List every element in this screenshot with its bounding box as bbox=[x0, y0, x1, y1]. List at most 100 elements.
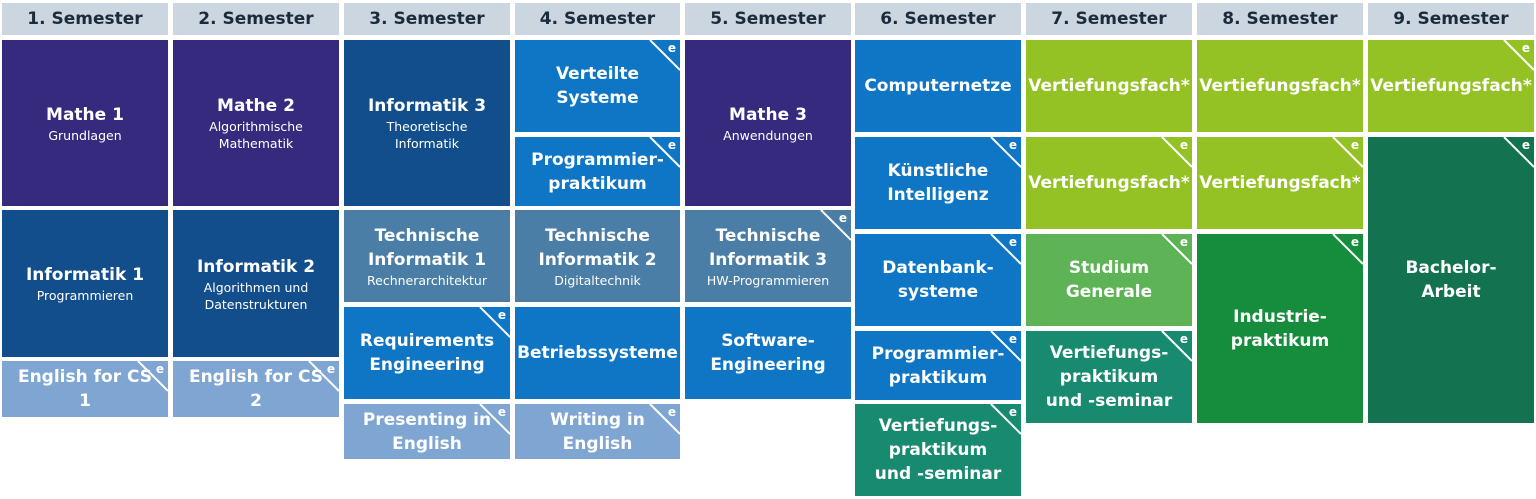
module-betriebssysteme: Betriebssysteme bbox=[515, 307, 680, 399]
badge-letter: e bbox=[1009, 235, 1017, 249]
module-title: Mathe 2 bbox=[217, 96, 295, 116]
module-english-cs-1: English for CS 1 e bbox=[2, 361, 168, 417]
module-title: Vertiefungsfach* bbox=[1370, 76, 1532, 96]
module-title: Vertiefungs- praktikum und -seminar bbox=[874, 416, 1002, 484]
badge-letter: e bbox=[1009, 138, 1017, 152]
badge-corner-line bbox=[479, 404, 510, 435]
semester-header-2: 2. Semester bbox=[173, 3, 339, 35]
module-title: Verteilte Systeme bbox=[555, 64, 640, 108]
english-badge-icon: e bbox=[1503, 40, 1534, 71]
english-badge-icon: e bbox=[649, 137, 680, 168]
module-title: Vertiefungsfach* bbox=[1028, 76, 1190, 96]
module-title: Bachelor- Arbeit bbox=[1405, 258, 1497, 302]
english-badge-icon: e bbox=[479, 307, 510, 338]
module-mathe-2: Mathe 2 Algorithmische Mathematik bbox=[173, 40, 339, 206]
module-requirements-engineering: Requirements Engineering e bbox=[344, 307, 510, 399]
english-badge-icon: e bbox=[137, 361, 168, 392]
module-vertiefungsfach-7a: Vertiefungsfach* bbox=[1026, 40, 1192, 132]
semester-header-6: 6. Semester bbox=[855, 3, 1021, 35]
badge-letter: e bbox=[156, 362, 164, 376]
module-title: Informatik 2 bbox=[196, 256, 316, 277]
module-title: Vertiefungsfach* bbox=[1199, 173, 1361, 193]
english-badge-icon: e bbox=[1161, 137, 1192, 168]
badge-letter: e bbox=[1180, 138, 1188, 152]
badge-letter: e bbox=[668, 41, 676, 55]
module-vertiefungspraktikum-7: Vertiefungs- praktikum und -seminar e bbox=[1026, 331, 1192, 423]
module-title: Studium Generale bbox=[1065, 258, 1153, 302]
badge-corner-line bbox=[137, 361, 168, 392]
english-badge-icon: e bbox=[820, 210, 851, 241]
module-bachelor-arbeit: Bachelor- Arbeit e bbox=[1368, 137, 1534, 423]
module-title: Requirements Engineering bbox=[359, 331, 495, 375]
module-writing-in-english: Writing in English e bbox=[515, 404, 680, 459]
badge-corner-line bbox=[649, 40, 680, 71]
english-badge-icon: e bbox=[308, 361, 339, 392]
badge-corner-line bbox=[1503, 137, 1534, 168]
badge-corner-line bbox=[649, 137, 680, 168]
badge-corner-line bbox=[1161, 137, 1192, 168]
module-title: Vertiefungs- praktikum und -seminar bbox=[1045, 343, 1173, 411]
badge-corner-line bbox=[649, 404, 680, 435]
module-title: Presenting in English bbox=[362, 409, 492, 454]
badge-corner-line bbox=[990, 404, 1021, 435]
module-informatik-3: Informatik 3 Theoretische Informatik bbox=[344, 40, 510, 206]
module-title: Mathe 3 bbox=[729, 104, 807, 125]
badge-corner-line bbox=[820, 210, 851, 241]
module-title: Industrie- praktikum bbox=[1230, 306, 1330, 351]
english-badge-icon: e bbox=[1503, 137, 1534, 168]
module-subtitle: Rechnerarchitektur bbox=[367, 272, 487, 288]
module-title: Programmier- praktikum bbox=[531, 149, 664, 194]
module-title: Informatik 1 bbox=[25, 265, 145, 285]
module-computernetze: Computernetze bbox=[855, 40, 1021, 132]
module-subtitle: Grundlagen bbox=[48, 127, 122, 143]
module-vertiefungsfach-9: Vertiefungsfach* e bbox=[1368, 40, 1534, 132]
module-industriepraktikum: Industrie- praktikum e bbox=[1197, 234, 1363, 423]
module-title: English for CS 1 bbox=[17, 367, 153, 411]
module-informatik-2: Informatik 2 Algorithmen und Datenstrukt… bbox=[173, 210, 339, 357]
english-badge-icon: e bbox=[1332, 137, 1363, 168]
module-verteilte-systeme: Verteilte Systeme e bbox=[515, 40, 680, 132]
module-subtitle: HW-Programmieren bbox=[706, 272, 830, 288]
module-vertiefungsfach-8a: Vertiefungsfach* bbox=[1197, 40, 1363, 132]
module-technische-informatik-1: Technische Informatik 1 Rechnerarchitekt… bbox=[344, 210, 510, 302]
badge-corner-line bbox=[308, 361, 339, 392]
module-title: Mathe 1 bbox=[46, 104, 124, 125]
module-title: Vertiefungsfach* bbox=[1199, 76, 1361, 96]
module-technische-informatik-3: Technische Informatik 3 HW-Programmieren… bbox=[685, 210, 851, 302]
badge-letter: e bbox=[839, 211, 847, 225]
badge-letter: e bbox=[1351, 138, 1359, 152]
module-subtitle: Theoretische Informatik bbox=[386, 119, 468, 151]
module-title: Datenbank- systeme bbox=[882, 258, 994, 302]
module-title: Programmier- praktikum bbox=[871, 343, 1005, 388]
module-subtitle: Programmieren bbox=[36, 288, 134, 303]
badge-letter: e bbox=[1180, 235, 1188, 249]
english-badge-icon: e bbox=[990, 137, 1021, 168]
badge-corner-line bbox=[1503, 40, 1534, 71]
module-subtitle: Anwendungen bbox=[723, 127, 813, 143]
badge-letter: e bbox=[1351, 235, 1359, 249]
english-badge-icon: e bbox=[1161, 331, 1192, 362]
module-title: Software- Engineering bbox=[710, 331, 826, 375]
badge-letter: e bbox=[1522, 41, 1530, 55]
module-vertiefungsfach-8b: Vertiefungsfach* e bbox=[1197, 137, 1363, 229]
badge-corner-line bbox=[1161, 234, 1192, 265]
badge-corner-line bbox=[1161, 331, 1192, 362]
semester-header-9: 9. Semester bbox=[1368, 3, 1534, 35]
semester-header-4: 4. Semester bbox=[515, 3, 680, 35]
badge-letter: e bbox=[498, 308, 506, 322]
module-mathe-1: Mathe 1 Grundlagen bbox=[2, 40, 168, 206]
badge-letter: e bbox=[498, 405, 506, 419]
semester-header-5: 5. Semester bbox=[685, 3, 851, 35]
module-software-engineering: Software- Engineering bbox=[685, 307, 851, 399]
english-badge-icon: e bbox=[649, 404, 680, 435]
module-programmierpraktikum-6: Programmier- praktikum e bbox=[855, 331, 1021, 400]
english-badge-icon: e bbox=[1161, 234, 1192, 265]
module-title: Vertiefungsfach* bbox=[1028, 173, 1190, 193]
module-datenbanksysteme: Datenbank- systeme e bbox=[855, 234, 1021, 326]
badge-corner-line bbox=[990, 234, 1021, 265]
badge-letter: e bbox=[668, 138, 676, 152]
module-title: Künstliche Intelligenz bbox=[887, 161, 989, 205]
english-badge-icon: e bbox=[1332, 234, 1363, 265]
badge-corner-line bbox=[990, 331, 1021, 362]
english-badge-icon: e bbox=[990, 234, 1021, 265]
